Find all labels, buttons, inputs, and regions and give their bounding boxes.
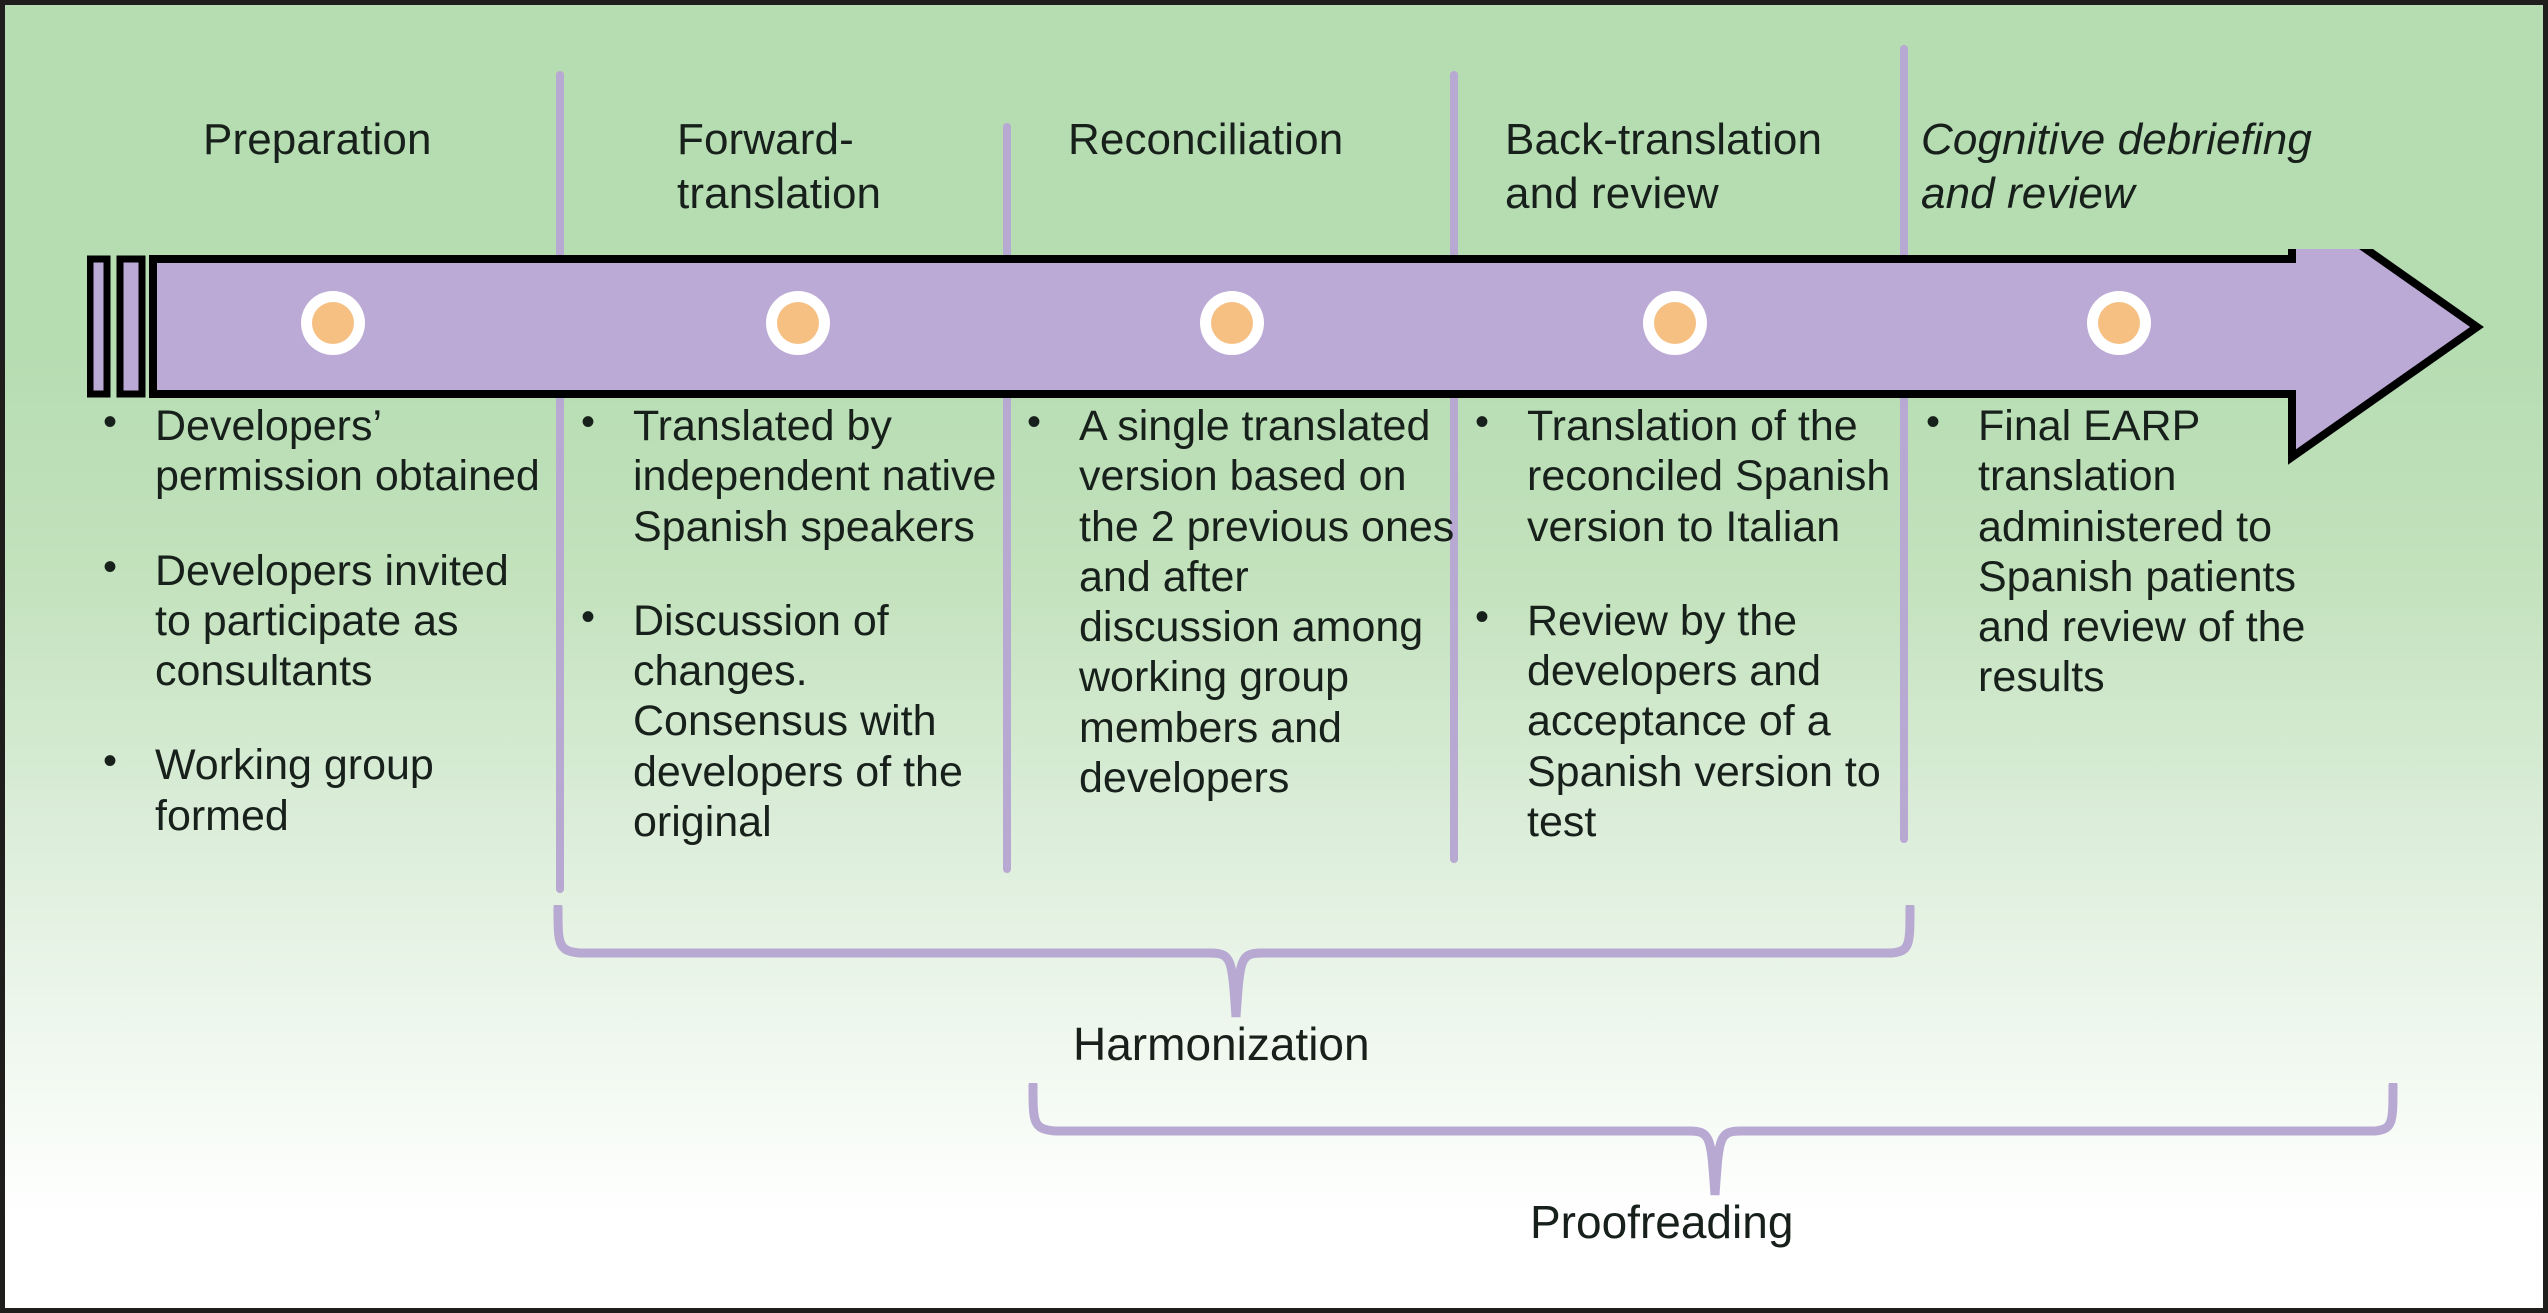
marker-dot-icon [2098,302,2140,344]
stage-bullets-reconciliation: A single translated version based on the… [1021,399,1456,847]
stage-marker-forward-translation [766,291,830,355]
stage-header-preparation: Preparation [203,115,432,164]
stage-marker-preparation [301,291,365,355]
divider-bottom-4 [1900,393,1908,843]
divider-top-2 [1003,123,1011,259]
stage-bullets-preparation: Developers’ permission obtained Develope… [97,399,552,885]
stage-header-forward-translation: Forward- translation [677,115,882,218]
list-item: Discussion of changes. Consensus with de… [575,594,1015,847]
brace-harmonization [553,905,1915,1018]
list-item: Translated by independent native Spanish… [575,399,1015,552]
divider-bottom-1 [556,393,564,893]
stage-header-row: Preparation Forward- translation Reconci… [5,5,2543,255]
stage-header-cognitive-debriefing: Cognitive debriefing and review [1921,115,2312,218]
stage-bullets-back-translation: Translation of the reconciled Spanish ve… [1469,399,1899,891]
marker-dot-icon [312,302,354,344]
marker-dot-icon [1654,302,1696,344]
stage-bullets-forward-translation: Translated by independent native Spanish… [575,399,1015,891]
brace-proofreading [1028,1083,2398,1196]
stage-header-reconciliation: Reconciliation [1068,115,1344,164]
list-item: Developers invited to participate as con… [97,544,552,697]
list-item: Final EARP translation administered to S… [1920,399,2375,703]
list-item: Developers’ permission obtained [97,399,552,502]
list-item: Translation of the reconciled Spanish ve… [1469,399,1899,552]
marker-dot-icon [777,302,819,344]
list-item: Working group formed [97,738,552,841]
list-item: Review by the developers and acceptance … [1469,594,1899,847]
marker-dot-icon [1211,302,1253,344]
stage-marker-back-translation [1643,291,1707,355]
stage-bullets-cognitive-debriefing: Final EARP translation administered to S… [1920,399,2375,747]
list-item: A single translated version based on the… [1021,399,1456,803]
divider-top-4 [1900,45,1908,259]
stage-header-back-translation: Back-translation and review [1505,115,1823,218]
divider-top-1 [556,71,564,259]
brace-label-proofreading: Proofreading [1530,1196,1794,1248]
stage-marker-cognitive-debriefing [2087,291,2151,355]
brace-label-harmonization: Harmonization [1073,1018,1370,1070]
stage-marker-reconciliation [1200,291,1264,355]
divider-top-3 [1450,71,1458,259]
